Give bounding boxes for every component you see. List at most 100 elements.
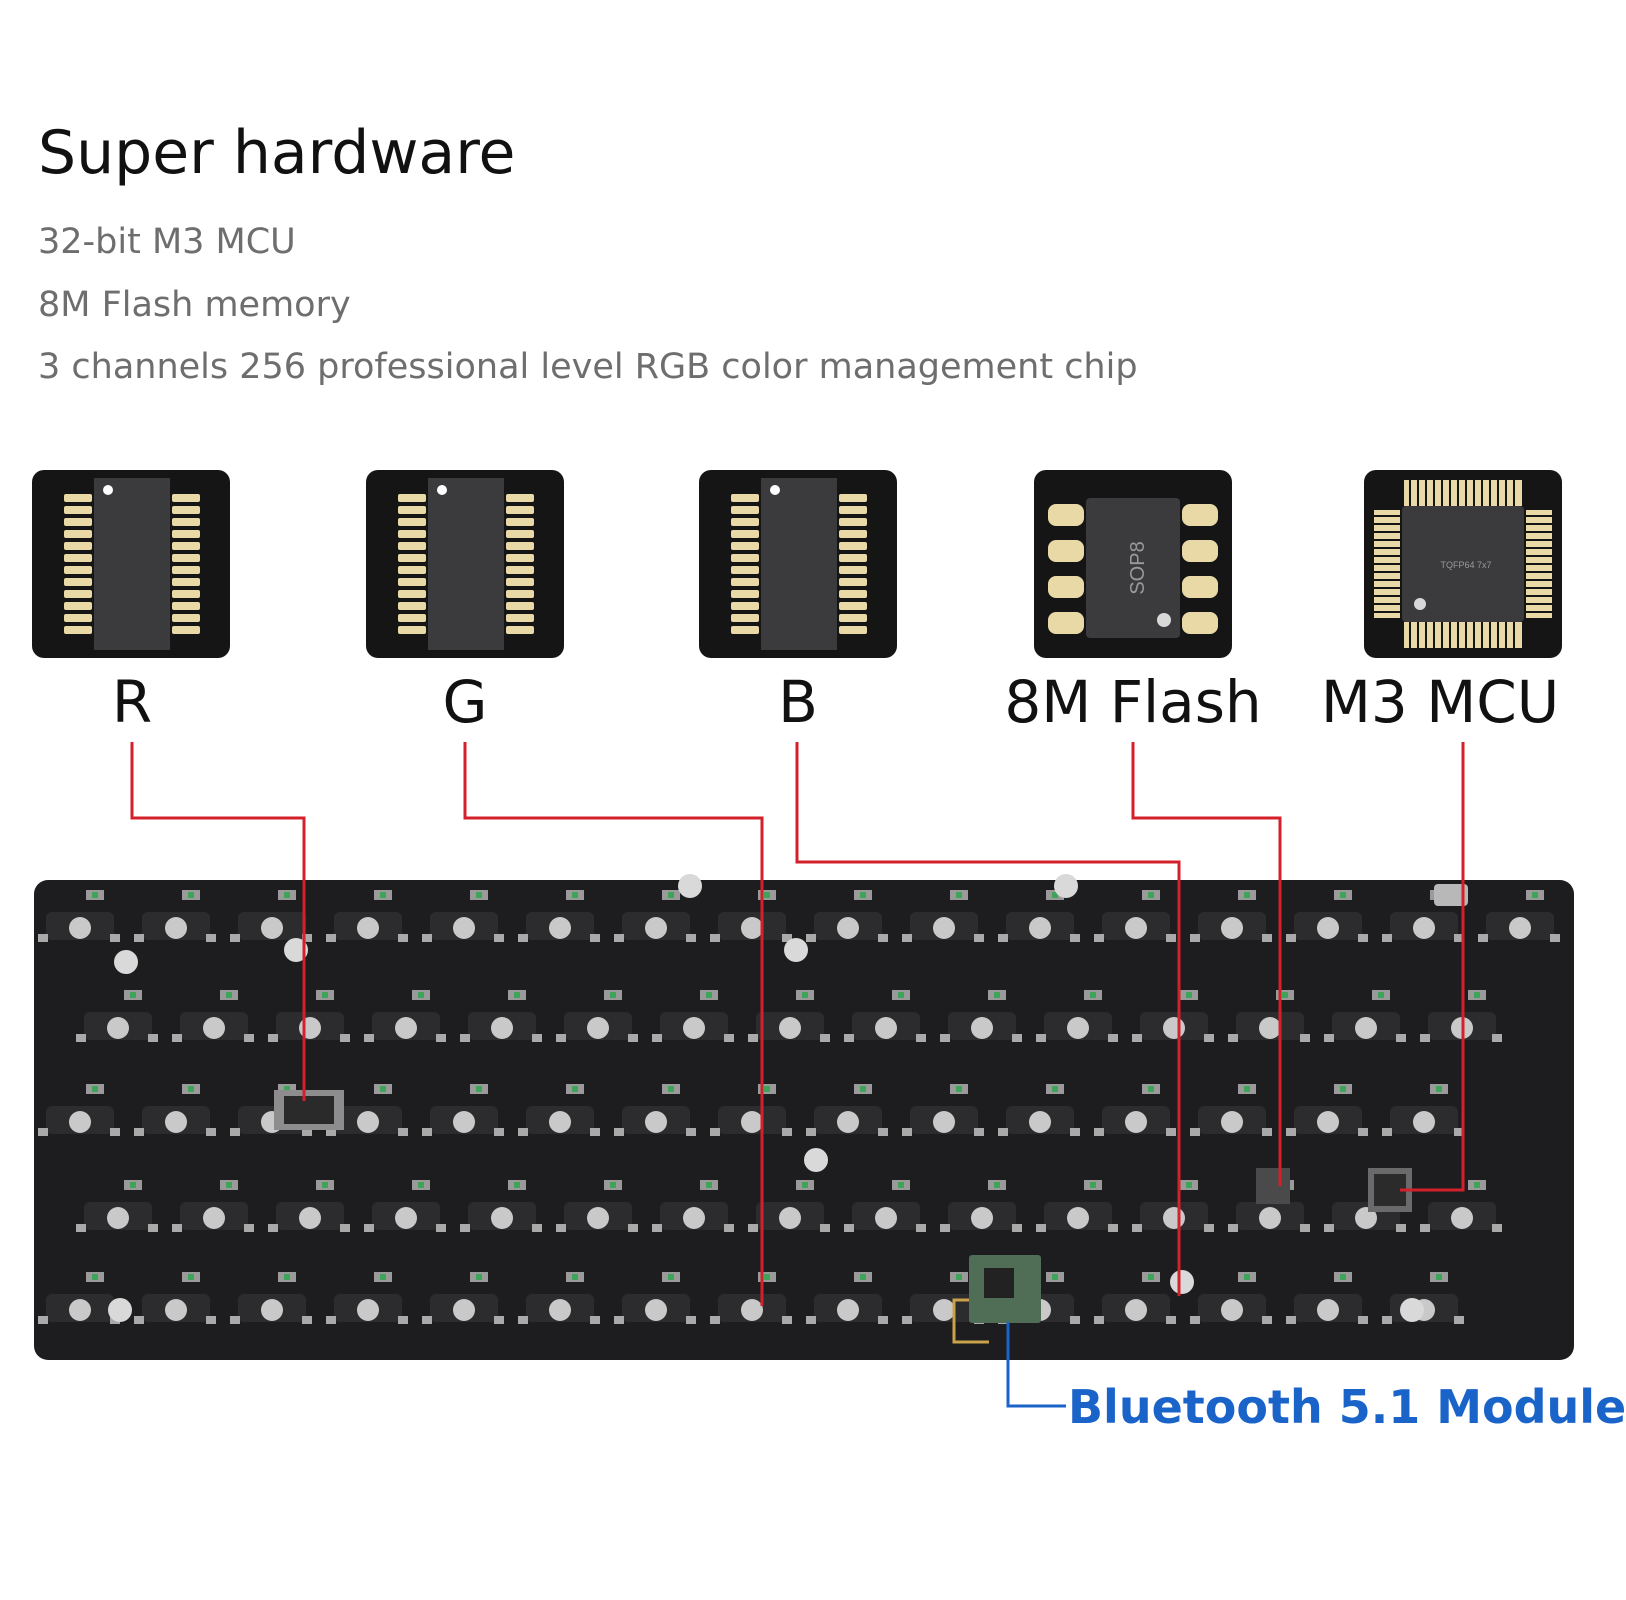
switch-footprint bbox=[1420, 1180, 1502, 1232]
switch-footprint bbox=[1382, 1084, 1464, 1136]
switch-footprint bbox=[940, 1180, 1022, 1232]
switch-footprint bbox=[268, 1180, 350, 1232]
switch-footprint bbox=[326, 890, 408, 942]
switch-footprint bbox=[134, 1272, 216, 1324]
mcu-footprint bbox=[1368, 1168, 1412, 1212]
switch-footprint bbox=[748, 990, 830, 1042]
flash-footprint bbox=[1256, 1168, 1290, 1204]
chip-label-g: G bbox=[442, 668, 488, 736]
switch-footprint bbox=[422, 1084, 504, 1136]
switch-footprint bbox=[172, 990, 254, 1042]
switch-footprint bbox=[844, 1180, 926, 1232]
switch-footprint bbox=[806, 890, 888, 942]
switch-footprint bbox=[134, 1084, 216, 1136]
mounting-hole bbox=[1400, 1298, 1424, 1322]
switch-footprint bbox=[76, 1180, 158, 1232]
switch-footprint bbox=[710, 1272, 792, 1324]
switch-footprint bbox=[364, 990, 446, 1042]
chip-label-flash: 8M Flash bbox=[1004, 668, 1262, 736]
switch-footprint bbox=[422, 1272, 504, 1324]
switch-footprint bbox=[1286, 1272, 1368, 1324]
r-chip-image bbox=[32, 470, 230, 658]
switch-footprint bbox=[1478, 890, 1560, 942]
switch-footprint bbox=[710, 890, 792, 942]
mounting-hole bbox=[108, 1298, 132, 1322]
switch-footprint bbox=[1190, 890, 1272, 942]
switch-footprint bbox=[1036, 1180, 1118, 1232]
switch-footprint bbox=[460, 1180, 542, 1232]
bluetooth-module-label: Bluetooth 5.1 Module bbox=[1068, 1380, 1626, 1434]
switch-footprint bbox=[1132, 990, 1214, 1042]
switch-footprint bbox=[172, 1180, 254, 1232]
switch-footprint bbox=[230, 890, 312, 942]
mounting-hole bbox=[1054, 874, 1078, 898]
switch-footprint bbox=[748, 1180, 830, 1232]
flash-chip-image: SOP8 bbox=[1034, 470, 1232, 658]
chip-label-b: B bbox=[778, 668, 818, 736]
feature-rgb-chip: 3 channels 256 professional level RGB co… bbox=[38, 347, 1138, 387]
chip-label-mcu: M3 MCU bbox=[1320, 668, 1560, 736]
switch-footprint bbox=[710, 1084, 792, 1136]
usb-c-port bbox=[1434, 884, 1468, 906]
keyboard-pcb bbox=[34, 874, 1574, 1360]
switch-footprint bbox=[940, 990, 1022, 1042]
b-chip-image bbox=[699, 470, 897, 658]
switch-footprint bbox=[518, 1272, 600, 1324]
switch-footprint bbox=[1190, 1084, 1272, 1136]
switch-footprint bbox=[38, 1272, 120, 1324]
switch-footprint bbox=[326, 1272, 408, 1324]
switch-footprint bbox=[1094, 1084, 1176, 1136]
switch-footprint bbox=[1382, 1272, 1464, 1324]
mcu-chip-image: TQFP64 7x7 bbox=[1364, 470, 1562, 658]
switch-footprint bbox=[1324, 990, 1406, 1042]
chip-label-r: R bbox=[111, 668, 153, 736]
switch-footprint bbox=[38, 890, 120, 942]
switch-footprint bbox=[806, 1084, 888, 1136]
bluetooth-module bbox=[952, 1255, 1041, 1344]
switch-footprint bbox=[1094, 890, 1176, 942]
mounting-hole bbox=[114, 950, 138, 974]
switch-footprint bbox=[134, 890, 216, 942]
switch-footprint bbox=[556, 1180, 638, 1232]
switch-footprint bbox=[652, 990, 734, 1042]
switch-footprint bbox=[518, 1084, 600, 1136]
mounting-hole bbox=[678, 874, 702, 898]
switch-footprint bbox=[902, 890, 984, 942]
page-title: Super hardware bbox=[38, 118, 516, 188]
switch-footprint bbox=[326, 1084, 408, 1136]
switch-footprint bbox=[1286, 1084, 1368, 1136]
switch-footprint bbox=[614, 890, 696, 942]
feature-mcu: 32-bit M3 MCU bbox=[38, 222, 296, 262]
switch-footprint bbox=[76, 990, 158, 1042]
mounting-hole bbox=[804, 1148, 828, 1172]
switch-footprint bbox=[1190, 1272, 1272, 1324]
switch-footprints bbox=[38, 874, 1560, 1324]
switch-footprint bbox=[230, 1272, 312, 1324]
switch-footprint bbox=[1286, 890, 1368, 942]
switch-footprint bbox=[998, 1084, 1080, 1136]
switch-footprint bbox=[364, 1180, 446, 1232]
switch-footprint bbox=[38, 1084, 120, 1136]
switch-footprint bbox=[1094, 1272, 1176, 1324]
switch-footprint bbox=[1420, 990, 1502, 1042]
switch-footprint bbox=[844, 990, 926, 1042]
switch-footprint bbox=[902, 1084, 984, 1136]
switch-footprint bbox=[268, 990, 350, 1042]
mounting-hole bbox=[284, 938, 308, 962]
switch-footprint bbox=[614, 1084, 696, 1136]
switch-footprint bbox=[1228, 990, 1310, 1042]
switch-footprint bbox=[1132, 1180, 1214, 1232]
switch-footprint bbox=[556, 990, 638, 1042]
mounting-hole bbox=[1170, 1270, 1194, 1294]
mounting-hole bbox=[784, 938, 808, 962]
feature-flash: 8M Flash memory bbox=[38, 285, 351, 325]
switch-footprint bbox=[1036, 990, 1118, 1042]
flash-chip-marking: SOP8 bbox=[1127, 541, 1149, 594]
switch-footprint bbox=[614, 1272, 696, 1324]
rgb-driver-footprint bbox=[274, 1090, 344, 1130]
switch-footprint bbox=[652, 1180, 734, 1232]
mcu-chip-marking: TQFP64 7x7 bbox=[1440, 560, 1491, 570]
switch-footprint bbox=[422, 890, 504, 942]
g-chip-image bbox=[366, 470, 564, 658]
switch-footprint bbox=[460, 990, 542, 1042]
